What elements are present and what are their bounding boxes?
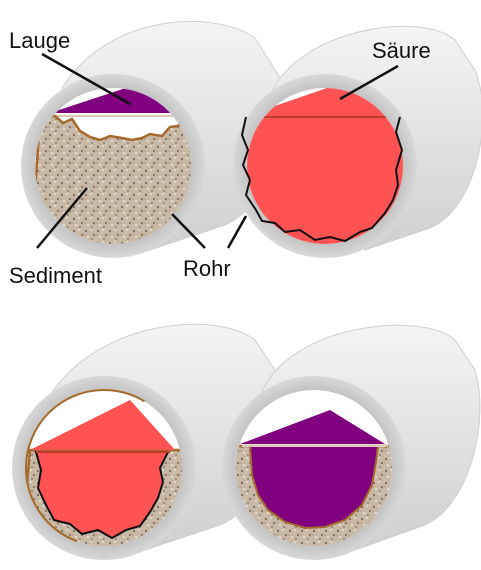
label-rohr: Rohr [183, 256, 231, 281]
label-sediment: Sediment [9, 263, 102, 288]
pipe-top-right [233, 26, 481, 260]
label-lauge: Lauge [9, 28, 70, 53]
label-saeure: Säure [372, 38, 431, 63]
